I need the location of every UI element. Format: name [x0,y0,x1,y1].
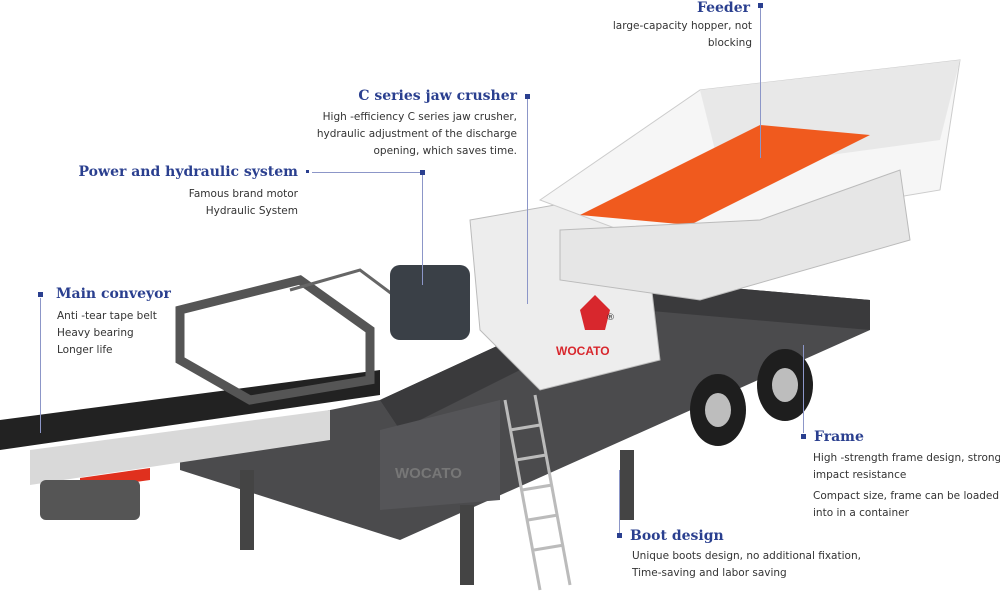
feeder-marker [758,3,763,8]
jaw-crusher-marker [525,94,530,99]
jaw-crusher-desc: High -efficiency C series jaw crusher, h… [316,111,517,157]
boot-leader-line [619,470,620,533]
svg-text:®: ® [606,313,615,323]
support-leg [620,450,634,520]
conveyor-leader-line [40,298,41,433]
vibrating-screen [580,125,870,225]
boot-title: Boot design [630,528,724,544]
power-system-marker [420,170,425,175]
power-system-marker-left [306,170,309,173]
crusher-logo: WOCATO [556,344,610,358]
conveyor-marker [38,292,43,297]
power-system-desc: Famous brand motor Hydraulic System [188,188,298,217]
feeder-title: Feeder [696,0,750,16]
conveyor-title: Main conveyor [56,286,171,302]
walkway-frame [175,275,375,405]
boot-desc: Unique boots design, no additional fixat… [632,550,861,579]
frame-title: Frame [814,429,864,445]
power-system-title: Power and hydraulic system [78,164,298,180]
power-system-leader-line [312,172,422,173]
frame-logo: WOCATO [395,465,462,482]
power-system-leader-down [422,175,423,285]
boot-marker [617,533,622,538]
support-leg [460,505,474,585]
ladder [503,394,572,591]
support-leg [240,470,254,550]
frame-marker [801,434,806,439]
chassis-frame [180,280,870,540]
frame-desc: High -strength frame design, strong impa… [813,452,1000,519]
jaw-crusher-leader-line [527,99,528,304]
conveyor-motor [40,480,140,520]
frame-leader-line [803,345,804,433]
electric-motor [390,265,470,340]
conveyor-desc: Anti -tear tape belt Heavy bearing Longe… [57,310,157,356]
feeder-desc: large-capacity hopper, not blocking [612,20,752,49]
jaw-crusher-title: C series jaw crusher [358,88,517,104]
feeder-leader-line [760,8,761,158]
brand-logo-mark [580,295,610,330]
